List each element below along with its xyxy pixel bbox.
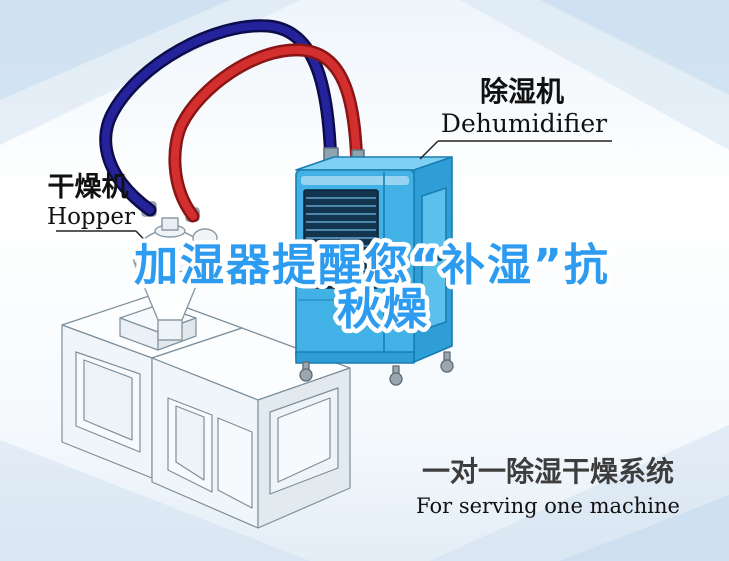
extruder-machine	[61, 294, 351, 529]
footer-text-cn: 一对一除湿干燥系统	[422, 455, 674, 488]
door-handle	[436, 254, 444, 262]
corner-decor-bottom-left	[0, 440, 310, 561]
hopper-label-en: Hopper	[47, 204, 135, 230]
corner-decor-bottom-right	[430, 425, 729, 561]
dehumidifier-label-cn: 除湿机	[480, 75, 564, 108]
leader-lines	[56, 140, 612, 249]
corner-decor-top-left-inner	[0, 0, 230, 100]
footer-text-en: For serving one machine	[416, 494, 680, 518]
headline-line2: 秋燥	[337, 284, 429, 335]
hopper-label-cn: 干燥机	[48, 172, 129, 203]
corner-decor-top-right	[460, 0, 729, 150]
headline-line1: 加湿器提醒您“补湿”抗	[134, 240, 610, 291]
hoses	[99, 19, 364, 223]
side-door	[421, 187, 447, 331]
dehumidifier-label-en: Dehumidifier	[441, 109, 607, 138]
corner-decor-top-right-inner	[540, 0, 729, 95]
corner-decor-bottom-right-inner	[560, 495, 729, 561]
dehumidifier-leader-line	[419, 140, 612, 160]
red-hose	[170, 45, 361, 220]
blue-hose	[101, 21, 335, 214]
hopper-leader-line	[56, 230, 153, 249]
dehumidifier-cabinet	[295, 147, 454, 386]
caster-wheels	[299, 351, 454, 386]
